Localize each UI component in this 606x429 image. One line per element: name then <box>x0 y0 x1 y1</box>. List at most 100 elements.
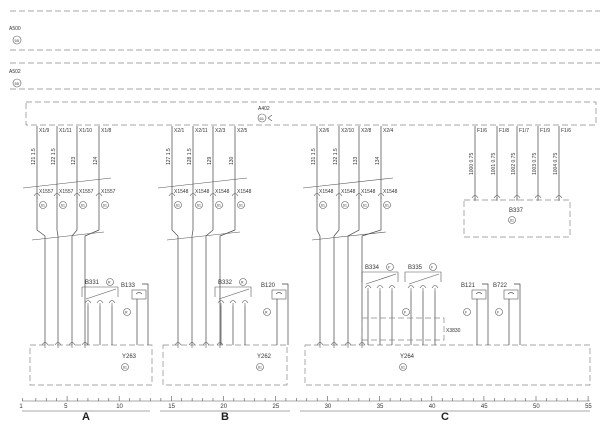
ref-label: F <box>388 266 390 270</box>
pin-label: F1/6 <box>561 128 571 134</box>
group-letter: C <box>441 411 449 423</box>
wire-label: 1000 0.75 <box>469 153 475 175</box>
plug-icon <box>33 193 41 199</box>
plug-icon <box>73 193 81 199</box>
ref-circle-icon <box>12 78 22 88</box>
relay-label: B334 <box>365 265 380 271</box>
connector-label: X1557 <box>101 189 116 195</box>
ref-circle-icon <box>463 308 471 316</box>
ref-label: 61 <box>258 366 262 370</box>
ref-circle-icon <box>174 201 182 209</box>
pin-label: X1/11 <box>59 128 72 134</box>
sensor-icon <box>135 292 143 295</box>
scale-tick-label: 20 <box>220 404 227 410</box>
module-a402-ref: 61 <box>260 116 265 121</box>
wire-label: 134 <box>375 156 381 165</box>
sensor-label: B120 <box>261 283 276 289</box>
ref-label: 61 <box>61 204 65 208</box>
pin-label: F1/9 <box>540 128 550 134</box>
ref-circle-icon <box>399 363 407 371</box>
junction-label: X3830 <box>446 328 461 334</box>
ref-label: 61 <box>103 204 107 208</box>
ref-circle-icon <box>256 363 264 371</box>
plug-icon <box>513 195 521 201</box>
ref-circle-icon <box>341 201 349 209</box>
plug-icon <box>377 193 385 199</box>
group-letter: B <box>221 411 229 423</box>
scale-tick-label: 15 <box>168 404 175 410</box>
plug-icon <box>188 342 196 348</box>
wire-label: 1001 0.75 <box>491 153 497 175</box>
ref-label: R <box>241 281 244 285</box>
scale-tick-label: 10 <box>116 404 123 410</box>
pin-label: X2/4 <box>383 128 394 134</box>
plug-icon <box>96 300 104 306</box>
plug-icon <box>54 342 62 348</box>
plug-icon <box>84 300 92 306</box>
pin-label: X2/3 <box>215 128 226 134</box>
b337-box <box>463 199 571 238</box>
sensor-icon <box>475 292 483 295</box>
sensor-body <box>131 289 147 300</box>
plug-icon <box>241 300 249 306</box>
sensor-body <box>503 289 519 300</box>
plug-label: Y262 <box>257 354 272 360</box>
wire <box>361 126 382 345</box>
plug-box <box>29 344 153 386</box>
plug-icon <box>534 195 542 201</box>
plug-icon <box>493 195 501 201</box>
ref-label: F <box>404 311 406 315</box>
shield-line <box>166 231 241 241</box>
plug-icon <box>68 342 76 348</box>
plug-icon <box>95 193 103 199</box>
plug-icon <box>335 193 343 199</box>
connector-label: X1548 <box>319 189 334 195</box>
pin-label: F1/7 <box>519 128 529 134</box>
wire-label: 1004 0.75 <box>553 153 559 175</box>
plug-box <box>304 344 591 386</box>
ref-label: 61 <box>510 219 514 223</box>
ref-label: 61 <box>363 204 367 208</box>
plug-icon <box>330 342 338 348</box>
connector-label: X1557 <box>79 189 94 195</box>
scale-tick-label: 25 <box>273 404 280 410</box>
plug-icon <box>344 342 352 348</box>
sensor-label: B133 <box>121 283 136 289</box>
connector-label: X1557 <box>39 189 54 195</box>
plug-icon <box>364 285 372 291</box>
scale-tick-label: 45 <box>481 404 488 410</box>
ref-circle-icon <box>361 201 369 209</box>
relay-label: B332 <box>218 280 233 286</box>
ref-circle-icon <box>215 201 223 209</box>
ref-circle-icon <box>402 308 410 316</box>
module-a500-ref: 55 <box>15 38 20 43</box>
plug-icon <box>189 193 197 199</box>
plug-icon <box>358 342 366 348</box>
scale-tick-label: 40 <box>429 404 436 410</box>
wire <box>276 283 289 345</box>
ref-circle-icon <box>123 308 131 316</box>
sensor-label: B121 <box>461 283 476 289</box>
plug-icon <box>168 193 176 199</box>
sensor-body <box>471 289 487 300</box>
junction-box <box>361 317 445 341</box>
ref-circle-icon <box>508 216 516 224</box>
ref-circle-icon <box>79 201 87 209</box>
plug-icon <box>41 342 49 348</box>
plug-icon <box>471 195 479 201</box>
connector-label: X1548 <box>383 189 398 195</box>
connector-label: X1548 <box>341 189 356 195</box>
shield-line <box>31 231 105 241</box>
ref-circle-icon <box>101 201 109 209</box>
scale-tick-label: 50 <box>533 404 540 410</box>
plug-icon <box>202 342 210 348</box>
pin-label: X2/10 <box>341 128 354 134</box>
connector-label: X1557 <box>59 189 74 195</box>
wire-label: 130 <box>229 156 235 165</box>
ref-label: 61 <box>385 204 389 208</box>
connector-label: X1548 <box>215 189 230 195</box>
plug-icon <box>231 193 239 199</box>
module-a502-ref: 55 <box>15 81 20 86</box>
plug-label: Y263 <box>122 354 137 360</box>
pin-label: X2/11 <box>195 128 208 134</box>
